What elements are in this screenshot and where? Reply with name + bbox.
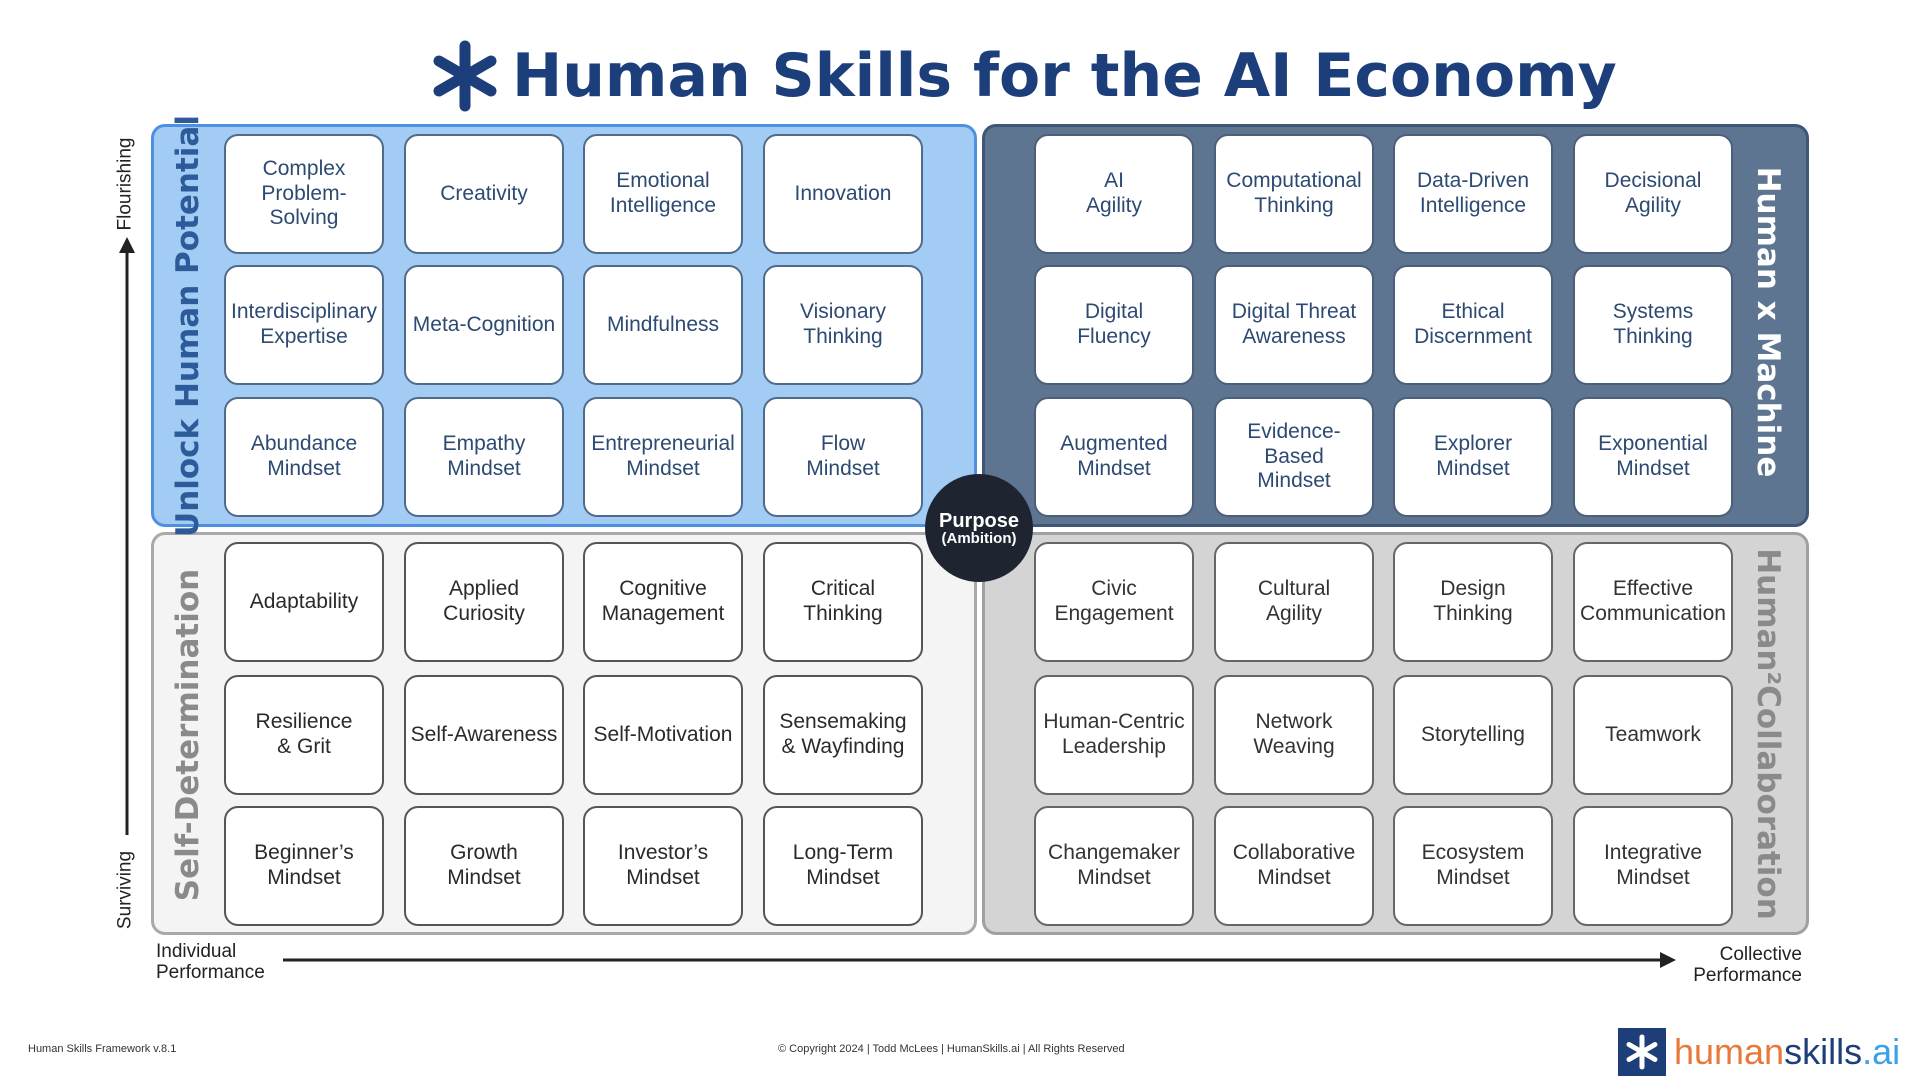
skill-card-collab: Effective Communication: [1573, 542, 1733, 662]
skill-card-selfdet: Resilience & Grit: [224, 675, 384, 795]
quadrant-label-self-determination: Self-Determination: [170, 568, 206, 902]
x-axis-right-label: Collective Performance: [1693, 944, 1802, 986]
skill-card-collab: Network Weaving: [1214, 675, 1374, 795]
skill-card-machine: Exponential Mindset: [1573, 397, 1733, 517]
skill-card-selfdet: Cognitive Management: [583, 542, 743, 662]
skill-card-collab: Human-Centric Leadership: [1034, 675, 1194, 795]
x-axis-arrow: [283, 952, 1676, 968]
skill-card-machine: Systems Thinking: [1573, 265, 1733, 385]
skill-card-unlock: Abundance Mindset: [224, 397, 384, 517]
x-axis-left-label: Individual Performance: [156, 941, 265, 983]
skill-card-machine: Digital Threat Awareness: [1214, 265, 1374, 385]
skill-card-machine: Computational Thinking: [1214, 134, 1374, 254]
skill-card-selfdet: Beginner’s Mindset: [224, 806, 384, 926]
skill-card-unlock: Interdisciplinary Expertise: [224, 265, 384, 385]
skill-card-collab: Cultural Agility: [1214, 542, 1374, 662]
skill-card-collab: Changemaker Mindset: [1034, 806, 1194, 926]
skill-card-machine: Ethical Discernment: [1393, 265, 1553, 385]
skill-card-selfdet: Self-Awareness: [404, 675, 564, 795]
skill-card-unlock: Entrepreneurial Mindset: [583, 397, 743, 517]
skill-card-selfdet: Applied Curiosity: [404, 542, 564, 662]
skill-card-selfdet: Growth Mindset: [404, 806, 564, 926]
page-title: Human Skills for the AI Economy: [512, 41, 1617, 111]
skill-card-collab: Civic Engagement: [1034, 542, 1194, 662]
skill-card-collab: Integrative Mindset: [1573, 806, 1733, 926]
skill-card-collab: Storytelling: [1393, 675, 1553, 795]
skill-card-selfdet: Long-Term Mindset: [763, 806, 923, 926]
purpose-label: Purpose: [938, 509, 1020, 532]
y-axis-arrow: [119, 237, 135, 835]
skill-card-collab: Teamwork: [1573, 675, 1733, 795]
skill-card-unlock: Mindfulness: [583, 265, 743, 385]
skill-card-unlock: Visionary Thinking: [763, 265, 923, 385]
y-axis-bottom-label: Surviving: [114, 850, 136, 930]
skill-card-machine: AI Agility: [1034, 134, 1194, 254]
skill-card-collab: Ecosystem Mindset: [1393, 806, 1553, 926]
skill-card-selfdet: Critical Thinking: [763, 542, 923, 662]
purpose-circle: Purpose (Ambition): [925, 474, 1033, 582]
skill-card-collab: Collaborative Mindset: [1214, 806, 1374, 926]
skill-card-machine: Augmented Mindset: [1034, 397, 1194, 517]
skill-card-unlock: Innovation: [763, 134, 923, 254]
quadrant-label-human-x-machine: Human x Machine: [1750, 166, 1786, 478]
skill-card-machine: Digital Fluency: [1034, 265, 1194, 385]
quadrant-label-unlock-human-potential: Unlock Human Potential: [170, 115, 206, 537]
asterisk-logo-icon: [433, 40, 497, 112]
skill-card-unlock: Complex Problem-Solving: [224, 134, 384, 254]
skill-card-machine: Explorer Mindset: [1393, 397, 1553, 517]
skill-card-unlock: Meta-Cognition: [404, 265, 564, 385]
copyright-text: © Copyright 2024 | Todd McLees | HumanSk…: [778, 1043, 1125, 1055]
skill-card-machine: Decisional Agility: [1573, 134, 1733, 254]
skill-card-unlock: Flow Mindset: [763, 397, 923, 517]
logo-text-ai: .ai: [1862, 1031, 1901, 1072]
y-axis-top-label: Flourishing: [114, 137, 136, 231]
skill-card-unlock: Creativity: [404, 134, 564, 254]
skill-card-machine: Data-Driven Intelligence: [1393, 134, 1553, 254]
humanskills-logo: humanskills.ai: [1618, 1027, 1908, 1077]
skill-card-machine: Evidence-Based Mindset: [1214, 397, 1374, 517]
skill-card-unlock: Empathy Mindset: [404, 397, 564, 517]
quadrant-label-human-collaboration: Human²Collaboration: [1750, 548, 1786, 920]
skill-card-selfdet: Adaptability: [224, 542, 384, 662]
logo-text-human: human: [1674, 1031, 1785, 1072]
skill-card-selfdet: Investor’s Mindset: [583, 806, 743, 926]
logo-asterisk-icon: [1618, 1028, 1666, 1076]
title-block: Human Skills for the AI Economy: [432, 36, 1617, 116]
skill-card-selfdet: Self-Motivation: [583, 675, 743, 795]
version-text: Human Skills Framework v.8.1: [28, 1043, 177, 1055]
ambition-label: (Ambition): [941, 529, 1017, 547]
skill-card-selfdet: Sensemaking & Wayfinding: [763, 675, 923, 795]
logo-text-skills: skills: [1784, 1031, 1863, 1072]
skill-card-unlock: Emotional Intelligence: [583, 134, 743, 254]
skill-card-collab: Design Thinking: [1393, 542, 1553, 662]
